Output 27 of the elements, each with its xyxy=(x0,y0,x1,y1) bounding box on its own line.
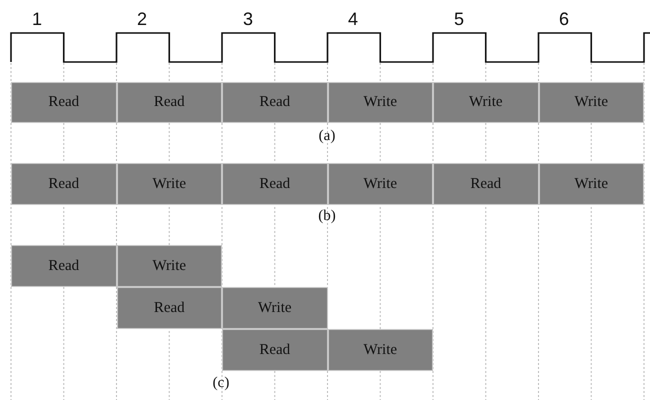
cycle-block: Write xyxy=(116,163,222,205)
cycle-number: 4 xyxy=(348,8,358,30)
cycle-block: Read xyxy=(11,245,116,287)
cycle-block: Write xyxy=(328,329,433,371)
cycle-block: Read xyxy=(222,82,328,123)
cycle-number: 3 xyxy=(243,8,253,30)
cycle-block: Write xyxy=(538,163,644,205)
cycle-block: Read xyxy=(222,329,328,371)
cycle-number: 5 xyxy=(454,8,464,30)
cycle-number: 2 xyxy=(137,8,147,30)
subfigure-caption: (b) xyxy=(318,207,336,226)
cycle-block: Write xyxy=(538,82,644,123)
cycle-block: Read xyxy=(433,163,538,205)
cycle-block: Read xyxy=(11,82,116,123)
cycle-block: Read xyxy=(11,163,116,205)
cycle-block: Write xyxy=(328,163,433,205)
subfigure-caption: (a) xyxy=(318,127,336,146)
cycle-block: Read xyxy=(222,163,328,205)
cycle-block: Read xyxy=(116,82,222,123)
cycle-block: Write xyxy=(433,82,538,123)
cycle-block: Write xyxy=(328,82,433,123)
cycle-block: Write xyxy=(116,245,222,287)
cycle-block: Write xyxy=(222,287,328,329)
subfigure-caption: (c) xyxy=(212,374,230,393)
cycle-number: 6 xyxy=(559,8,569,30)
cycle-block: Read xyxy=(116,287,222,329)
cycle-number: 1 xyxy=(32,8,42,30)
